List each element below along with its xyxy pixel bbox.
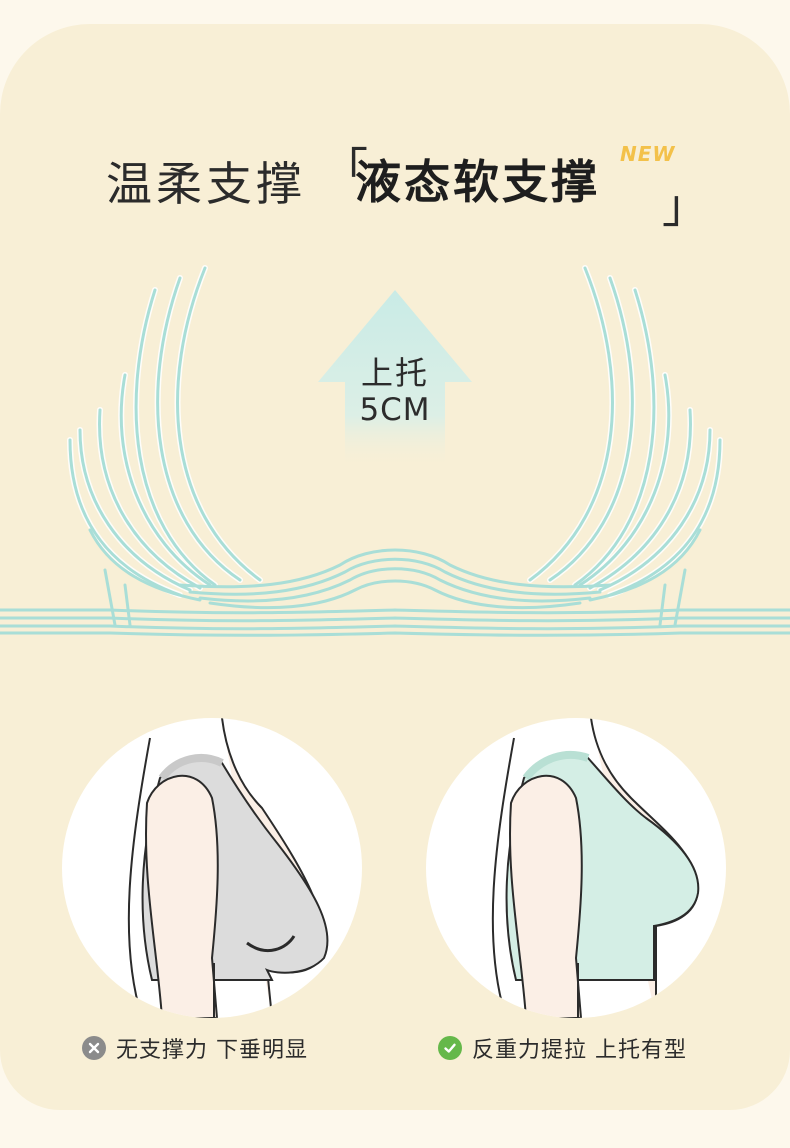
lift-label: 上托: [360, 354, 429, 392]
upward-arrow-icon: [318, 290, 472, 470]
headline-bold: 液态软支撑: [355, 155, 600, 209]
cross-icon: [82, 1036, 106, 1060]
caption-with-support: 反重力提拉 上托有型: [438, 1032, 687, 1064]
headline-bracket-close: 」: [662, 179, 708, 233]
headline: 温柔支撑 「 液态软支撑 NEW 」: [0, 126, 790, 233]
comparison-illustration-without-support: [62, 718, 362, 1018]
lift-amount: 5CM: [359, 392, 431, 428]
comparison-illustration-with-support: [426, 718, 726, 1018]
caption-text: 反重力提拉 上托有型: [472, 1038, 687, 1063]
headline-plain: 温柔支撑: [106, 157, 306, 211]
headline-bracket-open: 「: [322, 143, 368, 197]
support-curves-diagram: [0, 265, 790, 637]
check-icon: [438, 1036, 462, 1060]
new-badge: NEW: [620, 142, 676, 166]
caption-text: 无支撑力 下垂明显: [116, 1038, 308, 1063]
caption-without-support: 无支撑力 下垂明显: [82, 1032, 308, 1064]
